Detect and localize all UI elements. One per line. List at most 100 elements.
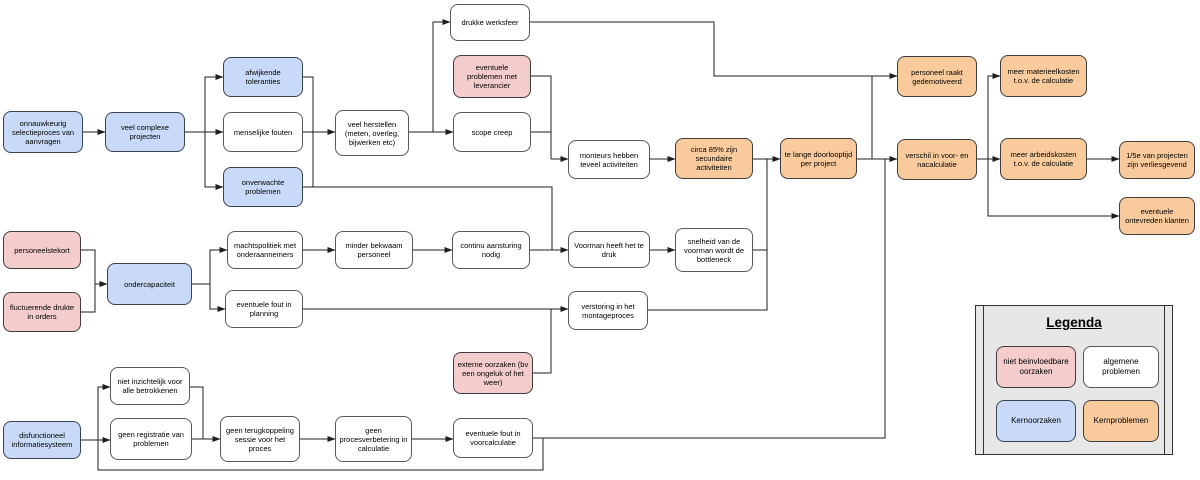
node-geen-registratie-problemen: geen registratie van problemen xyxy=(110,418,192,460)
legend-item-blue: Kernoorzaken xyxy=(996,400,1076,442)
node-label: verstoring in het montageproces xyxy=(581,301,635,320)
edge-connector xyxy=(190,386,204,439)
node-label: niet inzichtelijk voor alle betrokkenen xyxy=(117,377,183,395)
node-verschil-voor-en-nacalculatie: verschil in voor- en nacalculatie xyxy=(897,139,977,180)
node-label: veel herstellen (meten, overleg, bijwerk… xyxy=(344,119,400,147)
legend-grid: niet beinvloedbare oorzaken algemene prob… xyxy=(996,346,1159,444)
node-verstoring-montageproces: verstoring in het montageproces xyxy=(568,291,648,330)
node-label: eventuele fout in voorcalculatie xyxy=(465,429,521,447)
edge-connector xyxy=(303,186,553,250)
node-label: geen registratie van problemen xyxy=(118,430,184,448)
edge-connector xyxy=(531,75,552,159)
node-label: disfunctioneel informatiesysteem xyxy=(11,431,73,449)
edge-connector xyxy=(409,19,451,133)
node-label: scope creep xyxy=(471,127,513,137)
legend-item-pink: niet beinvloedbare oorzaken xyxy=(996,346,1076,388)
legend-item-label: Kernproblemen xyxy=(1093,416,1149,426)
node-ondercapaciteit: ondercapaciteit xyxy=(107,263,192,305)
node-label: personeel raakt gedemotiveerd xyxy=(911,67,963,86)
node-label: snelheid van de voorman wordt de bottlen… xyxy=(683,236,745,264)
legend-item-label: Kernoorzaken xyxy=(1011,416,1061,426)
node-voorman-te-druk: Voorman heeft het te druk xyxy=(568,231,650,268)
edge-connector xyxy=(303,76,314,187)
node-label: ondercapaciteit xyxy=(124,279,175,289)
node-label: onnauwkeurig selectieproces van aanvrage… xyxy=(11,118,75,146)
node-monteurs-teveel-activiteiten: monteurs hebben teveel activiteiten xyxy=(568,140,650,179)
edge-connector xyxy=(204,74,224,132)
edge-connector xyxy=(209,284,226,312)
node-label: meer materieelkosten t.o.v. de calculati… xyxy=(1007,67,1080,85)
node-label: personeelstekort xyxy=(14,245,70,255)
node-label: monteurs hebben teveel activiteiten xyxy=(579,150,639,169)
node-personeel-raakt-gedemotiveerd: personeel raakt gedemotiveerd xyxy=(897,56,977,97)
legend-panel: Legenda niet beinvloedbare oorzaken algem… xyxy=(975,305,1173,455)
node-niet-inzichtelijk: niet inzichtelijk voor alle betrokkenen xyxy=(110,367,190,405)
node-label: externe oorzaken (bv een ongeluk of het … xyxy=(457,359,529,387)
edge-connector xyxy=(530,21,898,79)
edge-connector xyxy=(987,73,1001,159)
node-meer-arbeidskosten: meer arbeidskosten t.o.v. de calculatie xyxy=(1000,138,1087,180)
node-veel-complexe-projecten: veel complexe projecten xyxy=(105,112,185,152)
node-label: eventuele problemen met leverancier xyxy=(466,63,518,90)
node-label: machtspolitiek met onderaannemers xyxy=(233,241,297,259)
node-continu-aansturing-nodig: continu aansturing nodig xyxy=(452,231,530,269)
node-geen-terugkoppeling-sessie: geen terugkoppeling sessie voor het proc… xyxy=(220,416,300,462)
edge-connector xyxy=(987,159,1120,219)
node-projecten-verliesgevend: 1/5e van projecten zijn verliesgevend xyxy=(1119,141,1195,179)
legend-item-orange: Kernproblemen xyxy=(1083,400,1159,442)
node-eventuele-fout-planning: eventuele fout in planning xyxy=(225,290,303,328)
node-veel-herstellen: veel herstellen (meten, overleg, bijwerk… xyxy=(335,110,409,156)
legend-item-label: algemene problemen xyxy=(1102,357,1140,376)
legend-item-white: algemene problemen xyxy=(1083,346,1159,388)
node-ontevreden-klanten: eventuele ontevreden klanten xyxy=(1119,197,1195,235)
node-personeelstekort: personeelstekort xyxy=(3,231,81,269)
edge-connector xyxy=(97,384,111,440)
node-afwijkende-toleranties: afwijkende toleranties xyxy=(223,57,303,97)
node-label: meer arbeidskosten t.o.v. de calculatie xyxy=(1010,150,1077,168)
node-onnauwkeurig-selectieproces: onnauwkeurig selectieproces van aanvrage… xyxy=(3,111,83,153)
node-label: 1/5e van projecten zijn verliesgevend xyxy=(1126,151,1188,169)
edge-connector xyxy=(648,159,768,311)
node-label: fluctuerende drukte in orders xyxy=(9,303,75,321)
node-label: onverwachte problemen xyxy=(241,178,285,196)
node-onverwachte-problemen: onverwachte problemen xyxy=(223,167,303,207)
legend-item-label: niet beinvloedbare oorzaken xyxy=(1003,357,1069,376)
node-eventuele-fout-voorcalculatie: eventuele fout in voorcalculatie xyxy=(453,418,533,458)
node-label: geen terugkoppeling sessie voor het proc… xyxy=(226,425,294,453)
node-label: te lange doorlooptijd per project xyxy=(784,149,853,168)
node-label: circa 85% zijn secundaire activiteiten xyxy=(690,145,738,172)
node-scope-creep: scope creep xyxy=(453,112,531,152)
node-label: Voorman heeft het te druk xyxy=(574,240,644,259)
node-label: drukke werksfeer xyxy=(461,18,519,27)
node-label: verschil in voor- en nacalculatie xyxy=(905,150,969,169)
node-geen-procesverbetering-calculatie: geen procesverbetering in calculatie xyxy=(335,416,412,462)
node-menselijke-fouten: menselijke fouten xyxy=(223,112,303,152)
node-label: geen procesverbetering in calculatie xyxy=(339,425,408,453)
node-circa-85-secundaire-activiteiten: circa 85% zijn secundaire activiteiten xyxy=(675,138,753,179)
node-externe-oorzaken: externe oorzaken (bv een ongeluk of het … xyxy=(453,352,533,394)
node-minder-bekwaam-personeel: minder bekwaam personeel xyxy=(335,231,413,269)
edge-connector xyxy=(81,249,96,313)
node-label: veel complexe projecten xyxy=(121,123,169,141)
edge-connector xyxy=(209,247,228,284)
node-fluctuerende-drukte: fluctuerende drukte in orders xyxy=(3,292,81,332)
node-label: minder bekwaam personeel xyxy=(345,241,403,259)
node-label: eventuele ontevreden klanten xyxy=(1125,207,1189,225)
node-machtspolitiek-onderaannemers: machtspolitiek met onderaannemers xyxy=(227,231,303,269)
node-label: menselijke fouten xyxy=(233,127,293,137)
node-eventuele-problemen-met-leverancier: eventuele problemen met leverancier xyxy=(453,55,531,98)
legend-title: Legenda xyxy=(1046,315,1102,330)
edge-connector xyxy=(204,132,224,190)
node-label: eventuele fout in planning xyxy=(236,300,292,318)
edges-group xyxy=(81,19,1120,471)
node-label: continu aansturing nodig xyxy=(460,241,522,259)
edge-connector xyxy=(533,159,886,439)
node-label: afwijkende toleranties xyxy=(245,68,281,86)
node-drukke-werksfeer: drukke werksfeer xyxy=(450,4,530,41)
edge-connector xyxy=(97,438,544,471)
node-disfunctioneel-informatiesysteem: disfunctioneel informatiesysteem xyxy=(3,421,81,459)
edge-connector xyxy=(533,309,552,374)
node-meer-materieelkosten: meer materieelkosten t.o.v. de calculati… xyxy=(1000,55,1087,97)
